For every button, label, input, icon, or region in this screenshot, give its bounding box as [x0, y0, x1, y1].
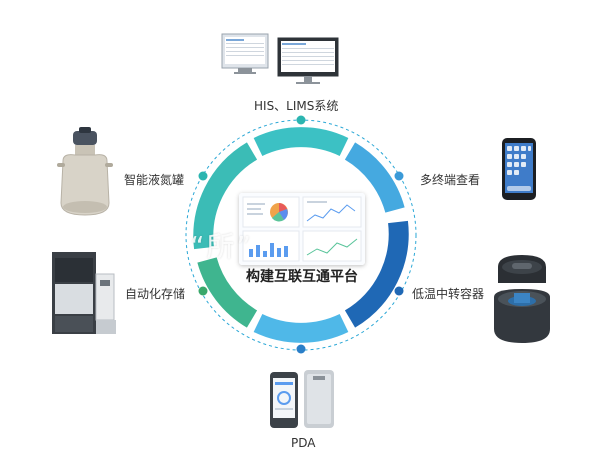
- automated-storage-icon: [52, 252, 116, 334]
- ring-segment-right: [344, 220, 409, 328]
- orbit-dot-top-right: [394, 171, 404, 181]
- cryo-transfer-container-label: 低温中转容器: [412, 287, 485, 301]
- pda-node: [268, 368, 338, 430]
- orbit-dot-bottom-right: [394, 286, 404, 296]
- liquid-nitrogen-tank-icon: [57, 127, 113, 216]
- his-lims-label: HIS、LIMS系统: [254, 99, 339, 113]
- pda-device-icon: [270, 370, 334, 428]
- ring-segment-bottom: [253, 313, 349, 343]
- liquid-nitrogen-tank-node: [55, 125, 115, 217]
- center-title: 构建互联互通平台: [246, 269, 358, 285]
- computer-monitors-icon: [221, 33, 339, 84]
- automated-storage-node: [50, 250, 118, 336]
- ring-segment-left: [193, 142, 258, 250]
- cryo-transfer-container-icon: [494, 255, 550, 343]
- pda-label: PDA: [291, 436, 316, 450]
- automated-storage-label: 自动化存储: [125, 287, 186, 301]
- cryo-transfer-container-node: [488, 253, 558, 345]
- liquid-nitrogen-tank-label: 智能液氮罐: [124, 173, 185, 187]
- segmented-ring: [193, 127, 409, 343]
- his-lims-node: [220, 30, 345, 88]
- orbit-dot-top-left: [198, 171, 208, 181]
- orbit-dot-bottom-left: [198, 286, 208, 296]
- smartphone-node: [500, 136, 540, 202]
- watermark-overlay: “所”: [190, 230, 254, 263]
- smartphone-label: 多终端查看: [420, 173, 481, 187]
- ring-segment-bottom-left: [197, 257, 258, 328]
- orbit-dot-bottom: [296, 344, 306, 354]
- ring-segment-top: [253, 127, 349, 157]
- dashboard-icon: [239, 193, 365, 265]
- smartphone-icon: [502, 138, 536, 200]
- ring-segment-top-right: [344, 142, 405, 213]
- dashboard-screenshot: [239, 193, 365, 265]
- orbit-dot-top: [296, 115, 306, 125]
